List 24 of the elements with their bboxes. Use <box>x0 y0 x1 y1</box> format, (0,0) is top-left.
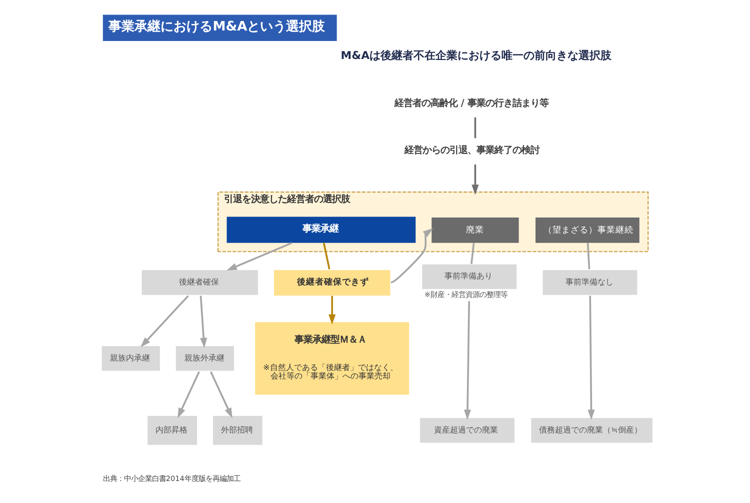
connector <box>586 242 590 269</box>
node-label: ※財産・経営資源の整理等 <box>424 290 507 299</box>
diagram-title: 事業承継におけるM&Aという選択肢 <box>108 18 325 34</box>
arrow <box>463 300 471 420</box>
arrow <box>328 295 336 324</box>
node-text: 経営からの引退、事業終了の検討 <box>404 144 540 156</box>
connector <box>322 242 330 269</box>
arrow <box>209 370 232 418</box>
connector <box>474 116 476 138</box>
node-text: 経営者の高齢化 / 事業の行き詰まり等 <box>394 97 548 108</box>
arrow <box>140 294 188 347</box>
label: M&Aは後継者不在企業における唯一の前向きな選択肢 <box>340 48 612 62</box>
node-box: （望まざる）事業継続 <box>535 217 639 242</box>
node-box: 廃業 <box>431 217 518 242</box>
arrow <box>390 228 433 283</box>
label: 出典：中小企業白書2014年度版を再編加工 <box>102 473 240 482</box>
arrow <box>226 242 292 270</box>
arrow <box>471 164 478 194</box>
node-box: 事業承継 <box>226 216 416 242</box>
arrow <box>587 295 594 420</box>
arrow <box>177 370 200 418</box>
arrow <box>199 295 207 348</box>
connector <box>470 242 474 264</box>
node-box: 後継者確保できず <box>273 270 390 296</box>
